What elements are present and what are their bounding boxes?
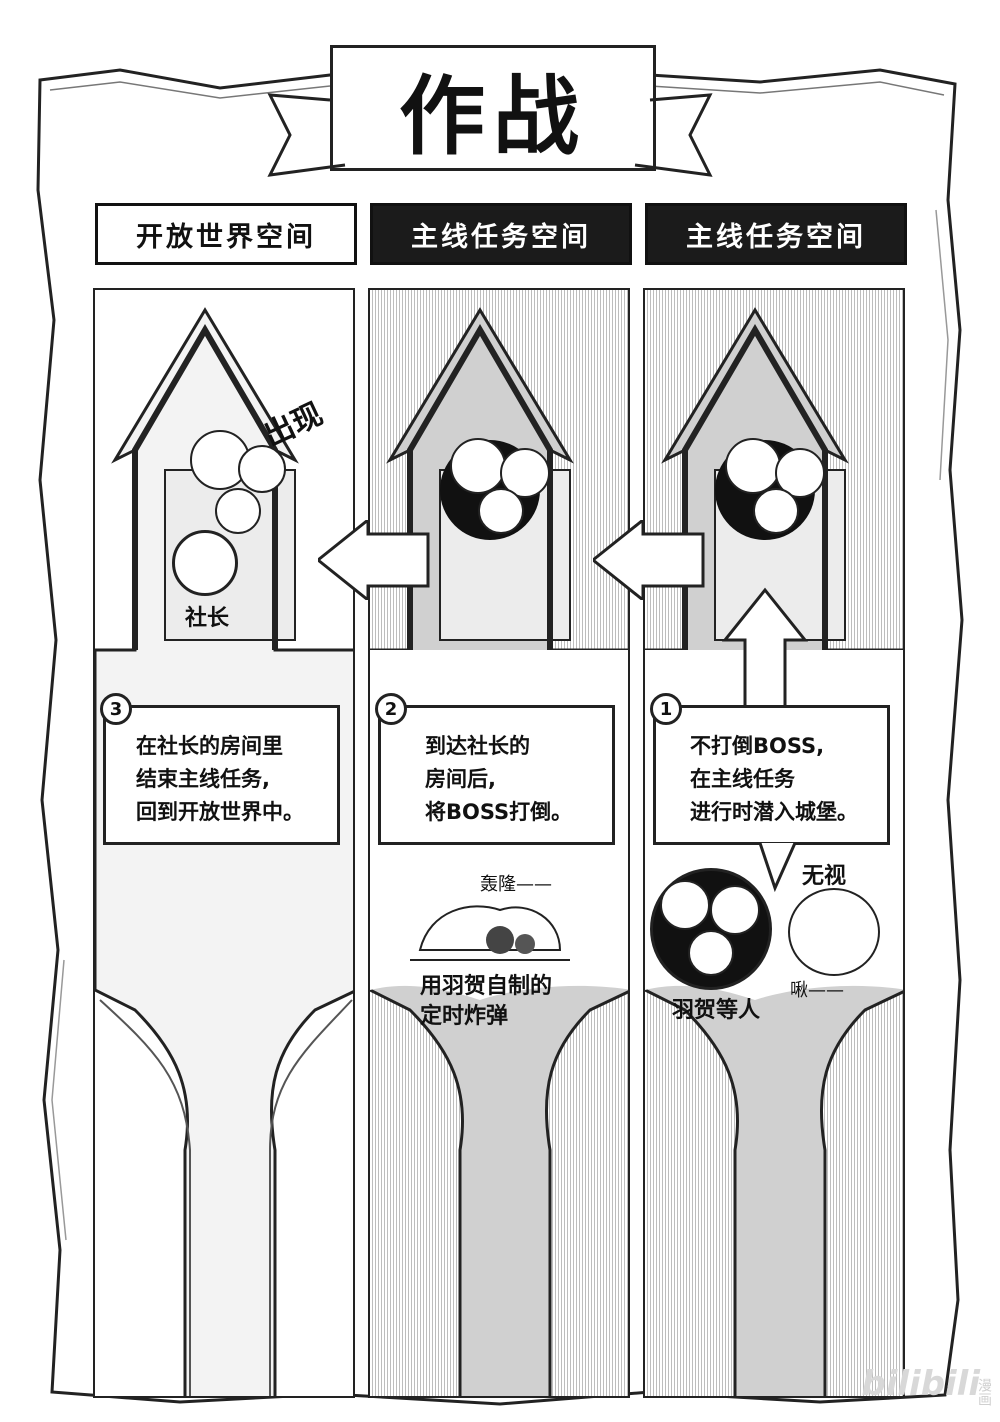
note-line: 在社长的房间里	[136, 734, 283, 758]
step-number-3: 3	[100, 693, 132, 725]
note-line: 将BOSS打倒。	[425, 800, 573, 824]
bilibili-watermark-sub: 漫画	[976, 1378, 992, 1406]
character-face	[660, 880, 710, 930]
header-main-quest-2-text: 主线任务空间	[686, 221, 866, 253]
caption-bomb-line-2: 定时炸弹	[420, 1004, 509, 1029]
header-open-world: 开放世界空间	[95, 203, 357, 265]
note-line: 在主线任务	[690, 767, 795, 791]
step-number-2: 2	[375, 693, 407, 725]
header-main-quest-1-text: 主线任务空间	[411, 221, 591, 253]
arrow-left-1	[318, 520, 430, 600]
header-open-world-text: 开放世界空间	[136, 221, 316, 253]
step-number-1: 1	[650, 693, 682, 725]
bilibili-watermark: bilibili	[861, 1364, 980, 1404]
character-face	[753, 488, 799, 534]
title-banner: 作战	[330, 45, 656, 171]
banner-scroll-ends	[267, 93, 713, 177]
header-main-quest-2: 主线任务空间	[645, 203, 907, 265]
character-face	[450, 438, 506, 494]
speech-tail	[758, 843, 797, 893]
label-president: 社长	[185, 606, 230, 631]
note-step-2: 到达社长的 房间后, 将BOSS打倒。	[378, 705, 615, 845]
character-face	[725, 438, 781, 494]
arrow-left-2	[593, 520, 705, 600]
caption-bomb-line-1: 用羽贺自制的	[420, 974, 553, 999]
president-face	[172, 530, 238, 596]
header-main-quest-1: 主线任务空间	[370, 203, 632, 265]
label-ignore: 无视	[802, 864, 847, 889]
sfx-boom: 轰隆——	[480, 874, 552, 895]
explosion-debris	[410, 905, 570, 961]
boss-monster	[788, 888, 880, 976]
character-face	[710, 885, 760, 935]
note-line: 结束主线任务,	[136, 767, 270, 791]
character-face	[478, 488, 524, 534]
note-line: 回到开放世界中。	[136, 800, 304, 824]
note-step-1: 不打倒BOSS, 在主线任务 进行时潜入城堡。	[653, 705, 890, 845]
sfx-swish: 啾——	[790, 980, 844, 1001]
note-line: 进行时潜入城堡。	[690, 800, 858, 824]
note-step-3: 在社长的房间里 结束主线任务, 回到开放世界中。	[103, 705, 340, 845]
character-face	[215, 488, 261, 534]
label-haga-group: 羽贺等人	[672, 998, 761, 1023]
note-line: 不打倒BOSS,	[690, 734, 825, 758]
character-face	[688, 930, 734, 976]
character-face	[238, 445, 286, 493]
note-line: 房间后,	[425, 767, 496, 791]
note-line: 到达社长的	[425, 734, 530, 758]
page-title: 作战	[399, 65, 587, 167]
